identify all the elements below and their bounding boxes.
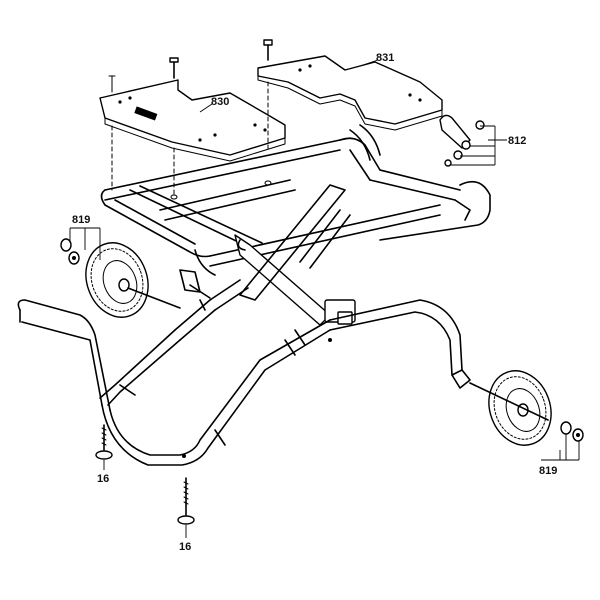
- scissor-legs: [234, 124, 381, 326]
- washer-nut-right: [560, 421, 584, 442]
- washer-nut-left: [60, 238, 80, 265]
- screw-icon: [263, 39, 273, 61]
- mounting-plate-830: [99, 79, 286, 162]
- callout-16-left: 16: [97, 473, 109, 485]
- callout-819-right: 819: [539, 465, 557, 477]
- leveling-foot-left: [95, 424, 113, 460]
- callout-812: 812: [508, 135, 526, 147]
- screw-icon: [169, 57, 179, 79]
- wheel-right: [469, 370, 552, 446]
- callout-831: 831: [376, 52, 394, 64]
- lever-assembly: [439, 114, 485, 167]
- leveling-foot-center: [177, 477, 195, 525]
- callout-819-left: 819: [72, 214, 90, 226]
- screw-icon: [108, 75, 116, 93]
- upper-frame: [100, 137, 491, 267]
- callout-830: 830: [211, 96, 229, 108]
- mounting-plate-831: [257, 55, 443, 131]
- lower-frame: [17, 249, 471, 466]
- wheel-left: [85, 242, 181, 318]
- leader-lines: [69, 59, 580, 538]
- callout-16-center: 16: [179, 541, 191, 553]
